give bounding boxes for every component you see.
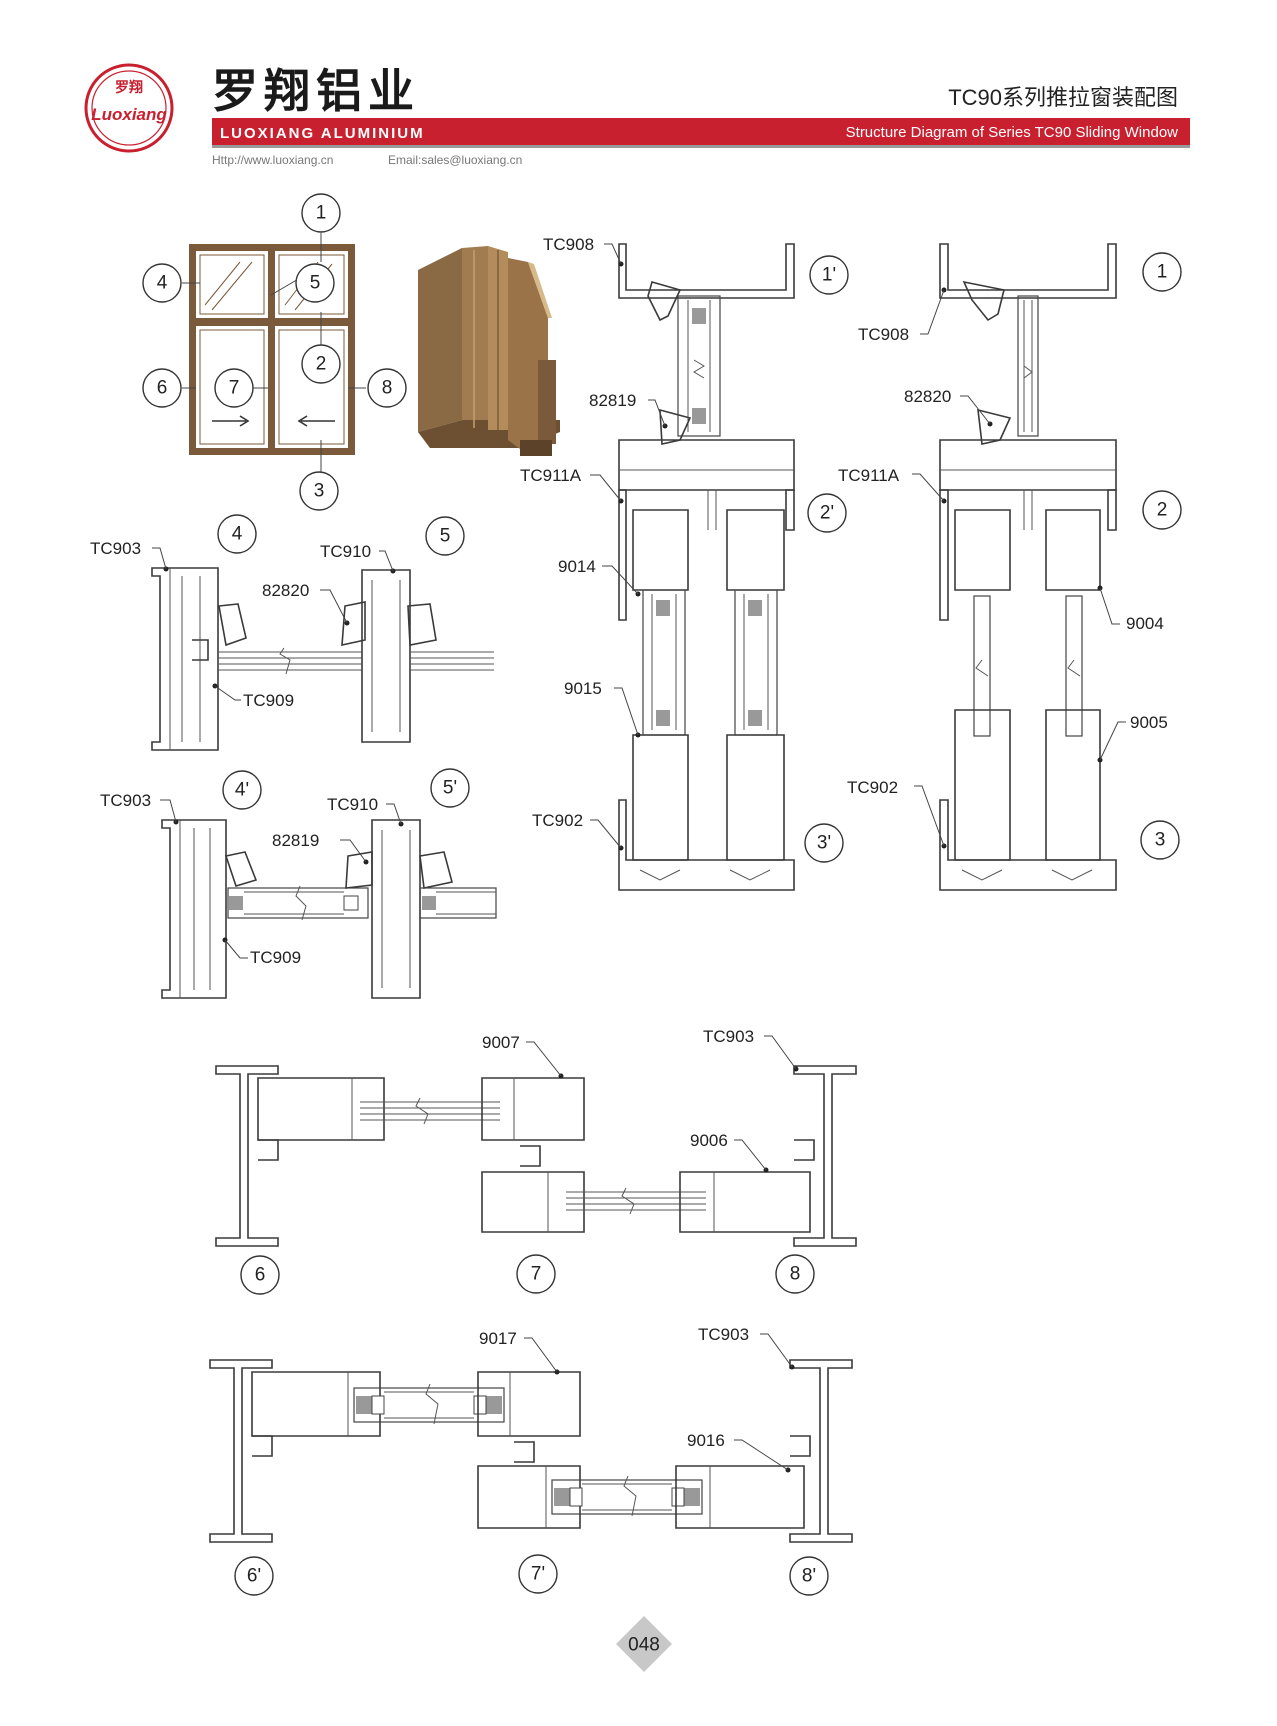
email-link[interactable]: Email:sales@luoxiang.cn: [388, 153, 522, 167]
title-english: Structure Diagram of Series TC90 Sliding…: [846, 124, 1179, 141]
label-82820-a: 82820: [262, 581, 309, 600]
marker-4p: 4': [235, 780, 249, 801]
marker-4-section: 4: [232, 524, 243, 545]
marker-8p: 8': [802, 1566, 816, 1587]
header-red-band: [212, 118, 1190, 145]
label-82819-b: 82819: [272, 831, 319, 850]
label-9007: 9007: [482, 1033, 520, 1052]
profile-3d-render: [418, 246, 560, 456]
label-9004: 9004: [1126, 614, 1164, 633]
marker-6p: 6': [247, 1566, 261, 1587]
brand-english-name: LUOXIANG ALUMINIUM: [220, 125, 425, 142]
marker-3-right: 3: [1155, 830, 1166, 851]
label-9016: 9016: [687, 1431, 725, 1450]
marker-4: 4: [157, 273, 168, 294]
title-chinese: TC90系列推拉窗装配图: [948, 85, 1178, 110]
label-82820-right: 82820: [904, 387, 951, 406]
label-tc908-left: TC908: [543, 235, 594, 254]
marker-2p: 2': [820, 503, 834, 524]
label-tc911a-right: TC911A: [838, 466, 900, 485]
section-4p-5p: TC903 TC910 82819 TC909 4' 5': [100, 768, 497, 999]
marker-7p: 7': [531, 1564, 545, 1585]
marker-2-right: 2: [1157, 500, 1168, 521]
website-link[interactable]: Http://www.luoxiang.cn: [212, 153, 333, 167]
page-number-badge: 048: [616, 1616, 672, 1672]
marker-1: 1: [316, 203, 327, 224]
logo-script-text: Luoxiang: [91, 105, 167, 124]
slide-right-arrow-icon: [212, 415, 250, 427]
brand-chinese-name: 罗翔铝业: [212, 65, 420, 117]
logo-cn-text: 罗翔: [115, 79, 143, 95]
marker-2: 2: [316, 354, 327, 375]
elevation-markers: 1 2 3 4 5 6 7 8: [142, 193, 407, 511]
marker-3p: 3': [817, 833, 831, 854]
vertical-section-left: TC908 82819 TC911A 9014 9015 TC902 1' 2'…: [520, 235, 849, 891]
label-tc902-left: TC902: [532, 811, 583, 830]
marker-1p: 1': [822, 265, 836, 286]
brand-logo: 罗翔 Luoxiang: [84, 63, 174, 153]
marker-5-section: 5: [440, 526, 451, 547]
slide-left-arrow-icon: [297, 415, 335, 427]
label-tc903-a: TC903: [90, 539, 141, 558]
section-4-5: TC903 TC910 82820 TC909 4 5: [90, 514, 494, 751]
marker-8: 8: [382, 378, 393, 399]
header-underline: [212, 145, 1190, 148]
horizontal-section-bottom: 9017 TC903 9016 6' 7' 8': [209, 1325, 853, 1596]
marker-5: 5: [310, 273, 321, 294]
marker-7: 7: [229, 378, 240, 399]
horizontal-section-top: 9007 TC903 9006 6 7 8: [215, 1027, 857, 1295]
label-82819-left: 82819: [589, 391, 636, 410]
label-tc903-top: TC903: [703, 1027, 754, 1046]
label-9005: 9005: [1130, 713, 1168, 732]
label-9017: 9017: [479, 1329, 517, 1348]
vertical-section-right: TC908 82820 TC911A 9004 9005 TC902 1 2 3: [838, 243, 1182, 891]
label-tc910-b: TC910: [327, 795, 378, 814]
label-tc909-a: TC909: [243, 691, 294, 710]
marker-1-right: 1: [1157, 262, 1168, 283]
label-tc910-a: TC910: [320, 542, 371, 561]
label-tc908-right: TC908: [858, 325, 909, 344]
label-tc909-b: TC909: [250, 948, 301, 967]
label-tc902-right: TC902: [847, 778, 898, 797]
marker-6-section: 6: [255, 1265, 266, 1286]
label-9014: 9014: [558, 557, 596, 576]
page-number: 048: [628, 1635, 660, 1656]
marker-3: 3: [314, 481, 325, 502]
marker-8-section: 8: [790, 1264, 801, 1285]
label-tc903-bottom: TC903: [698, 1325, 749, 1344]
marker-6: 6: [157, 378, 168, 399]
label-tc911a-left: TC911A: [520, 466, 582, 485]
label-9006: 9006: [690, 1131, 728, 1150]
marker-5p: 5': [443, 778, 457, 799]
marker-7-section: 7: [531, 1264, 542, 1285]
label-9015: 9015: [564, 679, 602, 698]
label-tc903-b: TC903: [100, 791, 151, 810]
window-elevation: [182, 233, 366, 472]
